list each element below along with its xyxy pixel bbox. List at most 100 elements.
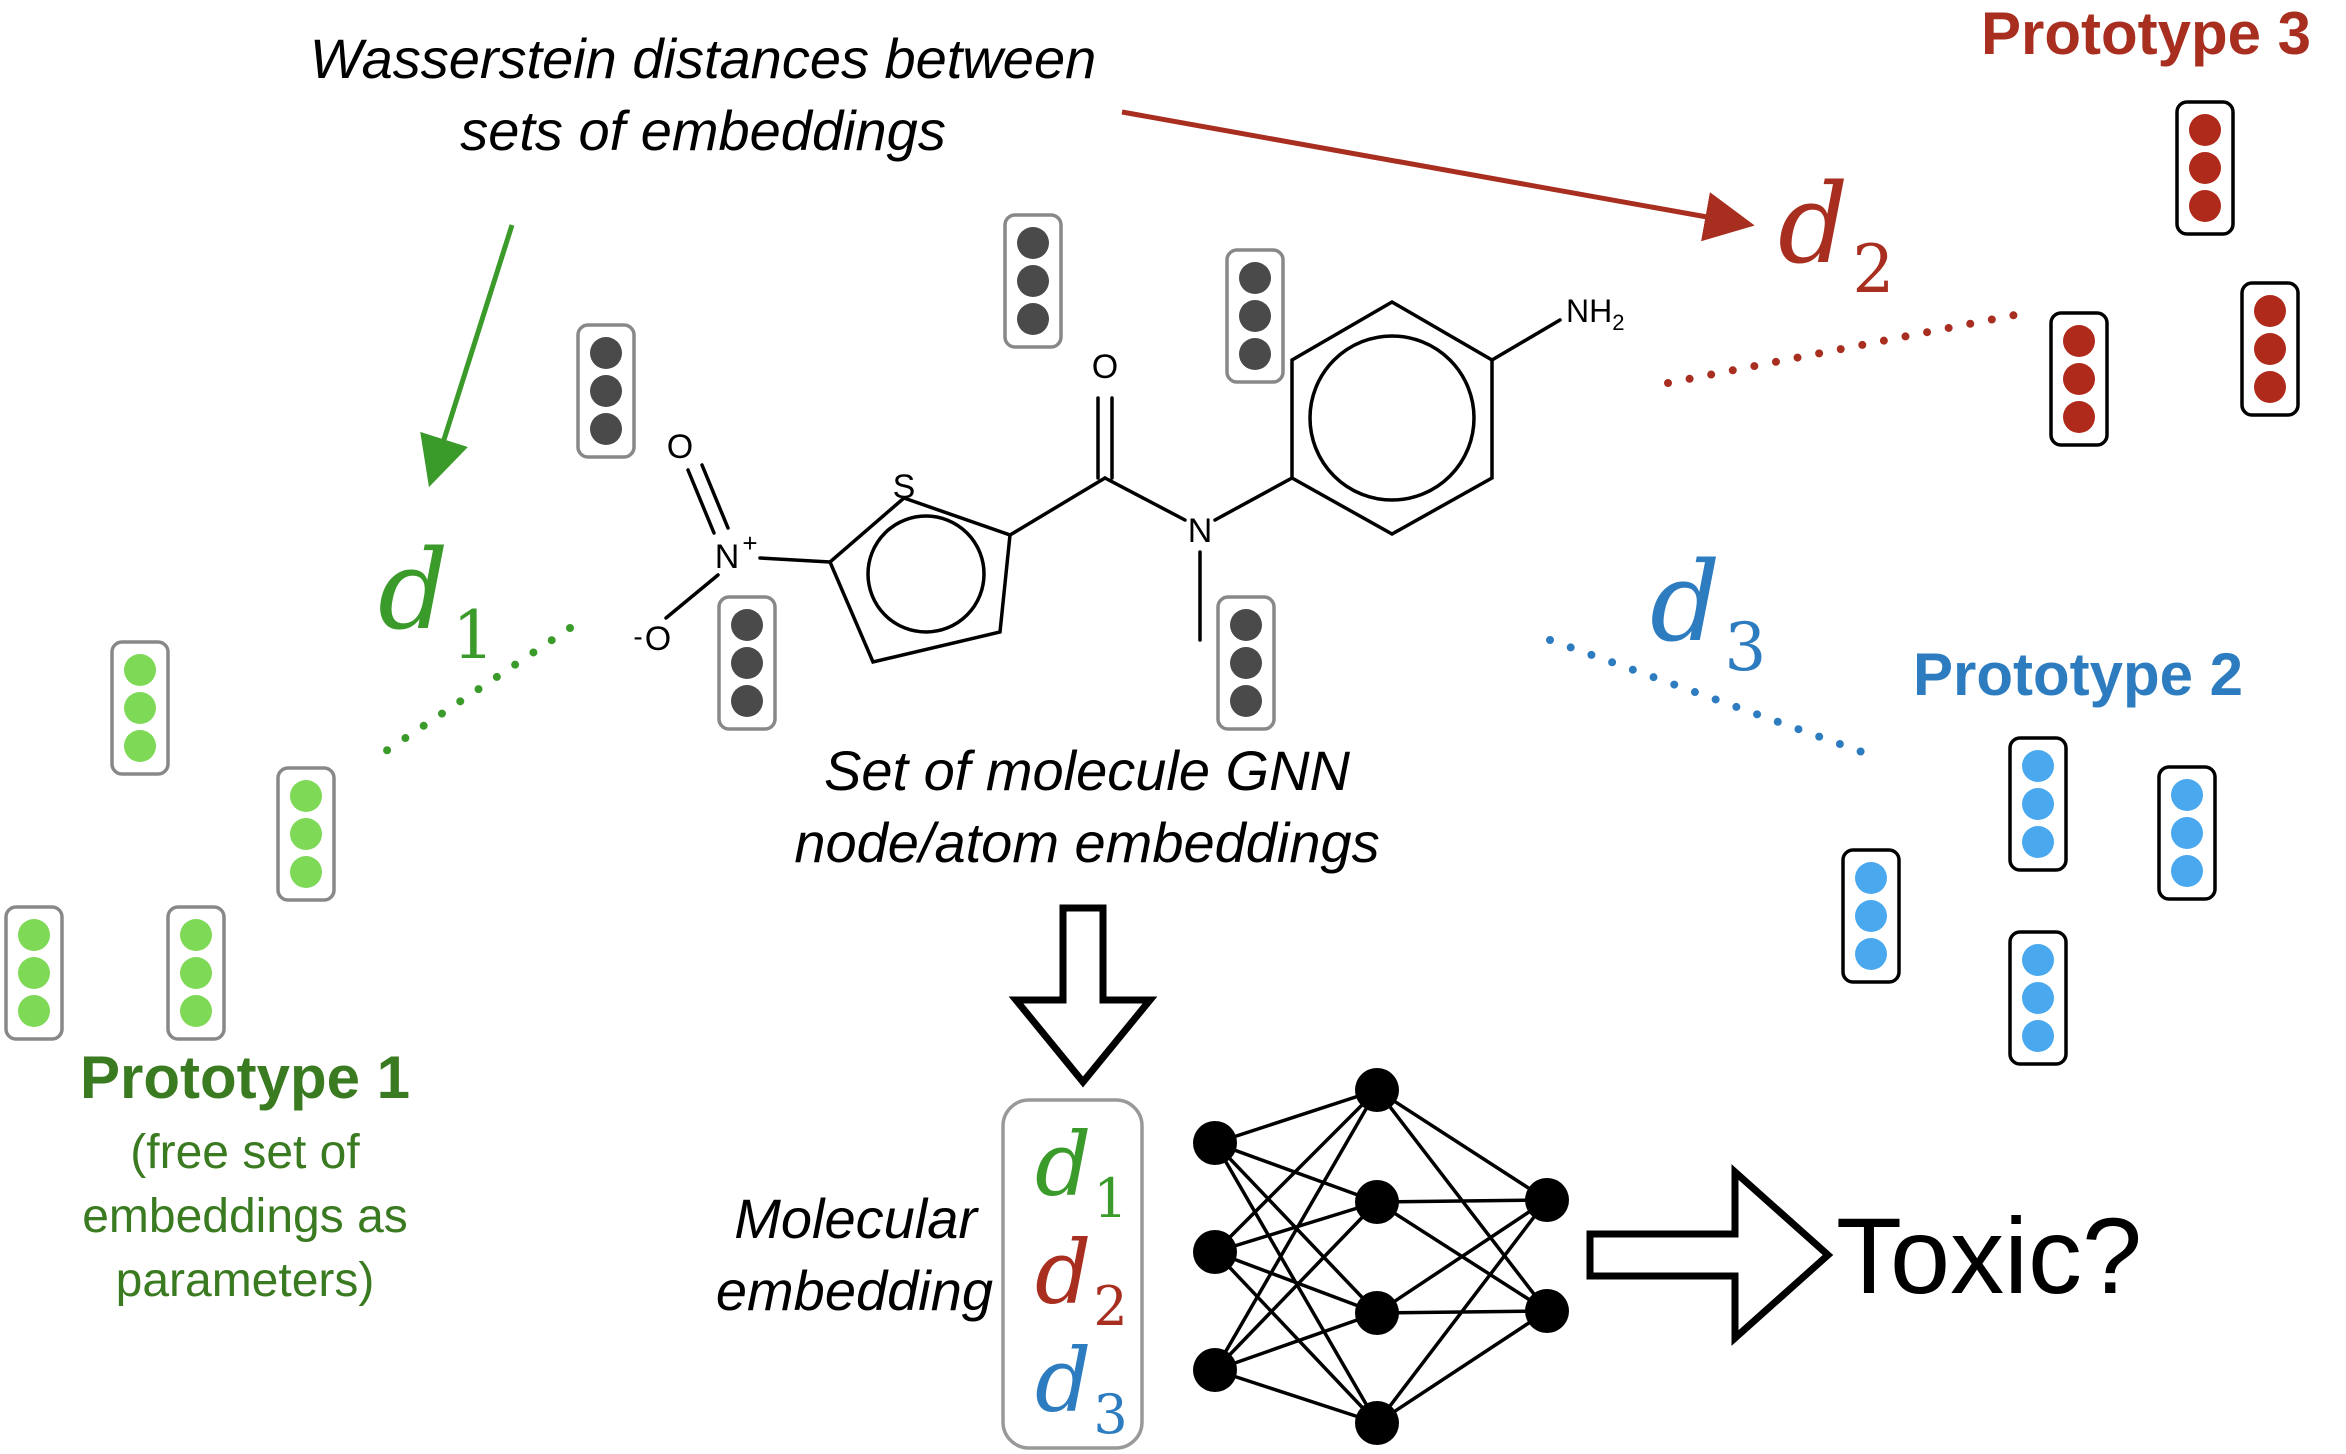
embedding-node (2022, 826, 2054, 858)
embedding-node (180, 995, 212, 1027)
atom-embedding-1 (576, 323, 636, 459)
embedding-node (2022, 982, 2054, 1014)
embedding-node (2063, 363, 2095, 395)
embedding-node (1017, 265, 1049, 297)
atom-N-nitro: N (715, 538, 740, 576)
vector-d3: d3 (1035, 1329, 1128, 1446)
atom-O-minus: - (633, 621, 642, 652)
embedding-node (1855, 862, 1887, 894)
nn-edge (1214, 1088, 1378, 1145)
nn-edge (1376, 1198, 1548, 1204)
embedding-node (1230, 685, 1262, 717)
molecular-embedding-box (1001, 1098, 1144, 1450)
prototype2-embedding-3 (1841, 848, 1901, 984)
atom-embedding-5 (1216, 595, 1276, 731)
molecule-structure (664, 299, 1562, 665)
embedding-node (1230, 647, 1262, 679)
embedding-node (2171, 817, 2203, 849)
nn-node-layer-2 (1525, 1289, 1569, 1333)
molecular-embedding-line-2: embedding (716, 1259, 993, 1322)
embedding-node (731, 647, 763, 679)
nn-node-layer-1 (1355, 1180, 1399, 1224)
set-caption-line-1: Set of molecule GNN (824, 739, 1351, 802)
output-label: Toxic? (1836, 1195, 2142, 1316)
embedding-node (2022, 788, 2054, 820)
nn-node-layer-0 (1193, 1348, 1237, 1392)
embedding-node (2022, 1020, 2054, 1052)
atom-O-nitro-top: O (667, 428, 693, 466)
set-caption-line-2: node/atom embeddings (794, 811, 1379, 874)
atom-embedding-4 (717, 595, 777, 731)
prototype1-embedding-1 (110, 640, 170, 776)
embedding-node (2189, 114, 2221, 146)
embedding-node (290, 818, 322, 850)
nn-node-layer-1 (1355, 1291, 1399, 1335)
embedding-node (1855, 900, 1887, 932)
nn-edge (1214, 1311, 1378, 1372)
embedding-node (290, 780, 322, 812)
prototype2-title: Prototype 2 (1913, 641, 2243, 708)
nn-node-layer-0 (1193, 1230, 1237, 1274)
embedding-node (1855, 938, 1887, 970)
prototype1-embedding-2 (276, 766, 336, 902)
nn-edge (1376, 1198, 1548, 1315)
atom-NH2: NH2 (1566, 293, 1624, 335)
embedding-node (2254, 295, 2286, 327)
prototype2-embedding-4 (2008, 930, 2068, 1066)
prototype1-embedding-3 (4, 905, 64, 1041)
embedding-node (1239, 300, 1271, 332)
embedding-node (1017, 227, 1049, 259)
prototype1-title: Prototype 1 (80, 1044, 410, 1111)
nn-node-layer-0 (1193, 1121, 1237, 1165)
prototype3-title: Prototype 3 (1981, 0, 2311, 67)
d3-label: d3 (1650, 538, 1766, 686)
green-arrow (420, 224, 515, 488)
atom-S: S (893, 468, 916, 506)
prototype1-desc-3: parameters) (116, 1254, 375, 1307)
embedding-node (124, 654, 156, 686)
right-arrow (1586, 1164, 1834, 1346)
prototype3-embedding-3 (2049, 311, 2109, 447)
embedding-node (731, 609, 763, 641)
prototype1-desc-1: (free set of (130, 1126, 360, 1179)
embedding-node (2171, 779, 2203, 811)
embedding-node (124, 692, 156, 724)
neural-network-nodes (1193, 1068, 1569, 1445)
embedding-node (2022, 750, 2054, 782)
embedding-node (290, 856, 322, 888)
prototype2-embedding-2 (2157, 765, 2217, 901)
embedding-node (18, 957, 50, 989)
nn-edge (1376, 1088, 1548, 1202)
vector-d1: d1 (1035, 1113, 1128, 1230)
nn-edge (1213, 1250, 1379, 1425)
neural-network-edges (1213, 1088, 1549, 1425)
embedding-node (180, 957, 212, 989)
prototype2-embedding-1 (2008, 736, 2068, 872)
embedding-node (2189, 190, 2221, 222)
embedding-node (18, 995, 50, 1027)
prototype1-desc-2: embeddings as (82, 1190, 408, 1243)
nn-node-layer-2 (1525, 1178, 1569, 1222)
embedding-node (2022, 944, 2054, 976)
embedding-node (124, 730, 156, 762)
embedding-node (1230, 609, 1262, 641)
embedding-node (2254, 333, 2286, 365)
nn-edge (1214, 1250, 1378, 1315)
nn-edge (1213, 1200, 1379, 1372)
nn-edge (1375, 1198, 1549, 1425)
embedding-node (590, 375, 622, 407)
embedding-node (731, 685, 763, 717)
red-arrow (1121, 109, 1755, 242)
embedding-node (2189, 152, 2221, 184)
embedding-node (2063, 325, 2095, 357)
d2-label: d2 (1778, 160, 1894, 308)
nn-edge (1376, 1309, 1548, 1425)
atom-O-nitro-bottom: O (645, 620, 671, 658)
prototype3-embedding-1 (2175, 100, 2235, 236)
vector-d2: d2 (1035, 1221, 1128, 1338)
nn-edge (1213, 1088, 1379, 1254)
prototype1-embedding-4 (166, 905, 226, 1041)
embedding-stacks (4, 100, 2300, 1066)
embedding-node (1239, 338, 1271, 370)
atom-embedding-2 (1003, 213, 1063, 349)
